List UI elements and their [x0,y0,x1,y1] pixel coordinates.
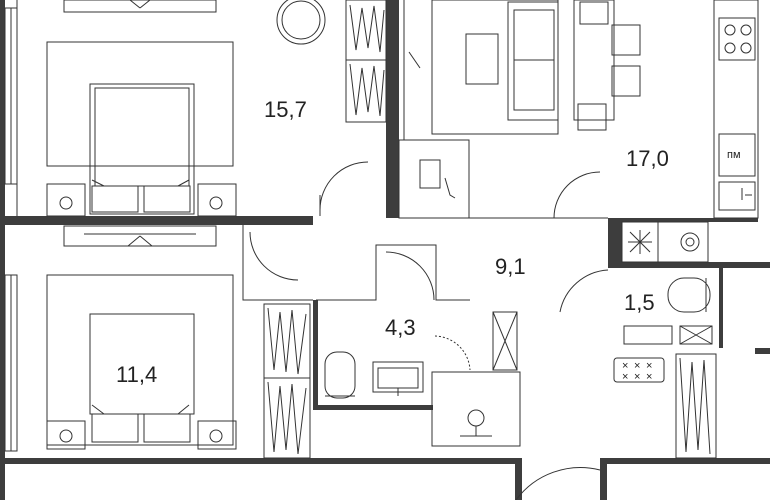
svg-text:×: × [634,371,640,383]
svg-text:×: × [634,360,640,372]
svg-text:×: × [622,360,628,372]
doors [249,161,609,500]
area-label-wc: 1,5 [624,290,655,315]
wc-fixtures [613,277,717,459]
area-label-bathroom: 4,3 [385,315,416,340]
bedroom-small-furniture [46,225,311,459]
svg-text:×: × [622,371,628,383]
living-furniture [398,0,759,263]
svg-text:×: × [646,360,652,372]
heater-dots: ××× ××× [622,360,652,383]
area-label-hall: 9,1 [495,254,526,279]
dishwasher-label: пм [727,149,741,161]
bathroom-fixtures [324,311,521,447]
bedroom-large-furniture [46,0,387,217]
area-label-bedroom-small: 11,4 [116,362,157,387]
area-label-bedroom-large: 15,7 [264,97,307,122]
windows-left [4,7,18,452]
area-label-living: 17,0 [626,146,669,171]
svg-text:×: × [646,371,652,383]
